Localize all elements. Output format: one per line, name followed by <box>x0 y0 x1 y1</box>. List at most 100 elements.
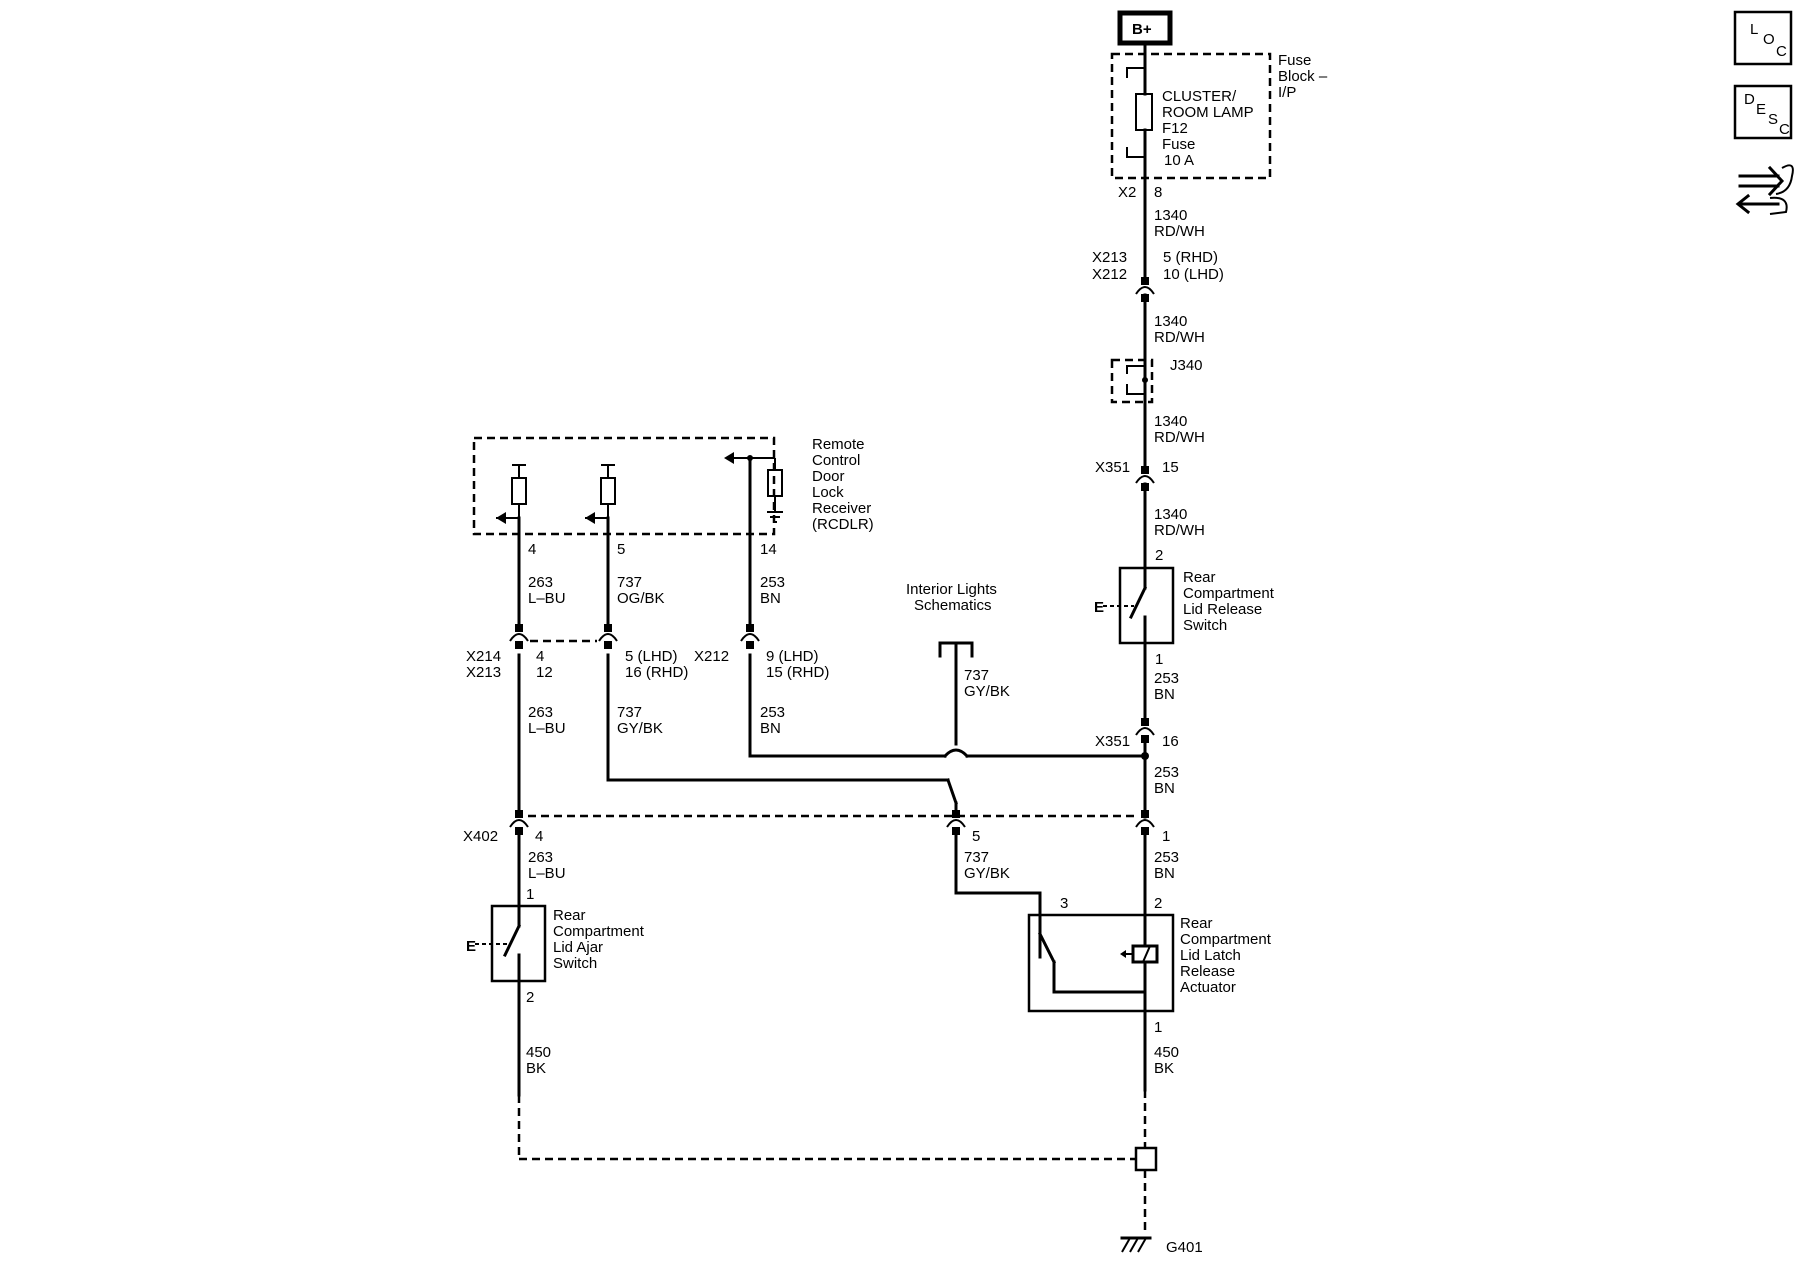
svg-text:1: 1 <box>1155 651 1163 668</box>
svg-text:BK: BK <box>1154 1060 1174 1077</box>
connector-arrows-icon[interactable] <box>1735 164 1794 215</box>
svg-text:GY/BK: GY/BK <box>964 683 1010 700</box>
connector-x2: X2 8 <box>1118 184 1162 201</box>
svg-text:GY/BK: GY/BK <box>617 720 663 737</box>
svg-text:Fuse: Fuse <box>1162 136 1195 153</box>
connector-x351: X351 15 <box>1095 459 1179 491</box>
svg-text:BN: BN <box>1154 865 1175 882</box>
wire-253-bn: 253 BN <box>1154 849 1179 882</box>
wire-263-lbu: 263 L–BU <box>528 704 566 737</box>
svg-text:L: L <box>1750 21 1758 38</box>
connector-x351: X351 16 <box>1095 718 1179 750</box>
svg-text:X351: X351 <box>1095 459 1130 476</box>
svg-text:O: O <box>1763 31 1775 48</box>
svg-text:1: 1 <box>526 886 534 903</box>
svg-text:10 A: 10 A <box>1164 152 1194 169</box>
svg-text:RD/WH: RD/WH <box>1154 223 1205 240</box>
wire-1340-rdwh: 1340 RD/WH <box>1154 313 1205 346</box>
svg-text:RD/WH: RD/WH <box>1154 429 1205 446</box>
splice-j340: J340 <box>1110 357 1203 404</box>
svg-text:X213: X213 <box>466 664 501 681</box>
svg-text:BN: BN <box>1154 780 1175 797</box>
svg-text:D: D <box>1744 91 1755 108</box>
wire-253-bn: 253 BN <box>760 574 785 607</box>
svg-text:C: C <box>1779 121 1790 138</box>
svg-text:C: C <box>1776 43 1787 60</box>
svg-text:Receiver: Receiver <box>812 500 871 517</box>
svg-text:1340: 1340 <box>1154 506 1187 523</box>
loc-button[interactable]: L O C <box>1733 10 1793 66</box>
svg-text:4: 4 <box>535 828 543 845</box>
svg-text:E: E <box>1094 599 1104 616</box>
svg-text:Door: Door <box>812 468 845 485</box>
svg-text:E: E <box>1756 101 1766 118</box>
fuse-block-ip: Fuse Block – I/P <box>1110 52 1328 180</box>
svg-text:L–BU: L–BU <box>528 865 566 882</box>
svg-text:J340: J340 <box>1170 357 1203 374</box>
svg-text:B+: B+ <box>1132 21 1152 38</box>
svg-text:12: 12 <box>536 664 553 681</box>
wire-1340-rdwh: 1340 RD/WH <box>1154 506 1205 539</box>
svg-text:3: 3 <box>1060 895 1068 912</box>
svg-text:253: 253 <box>1154 670 1179 687</box>
wire-737-gybk: 737 GY/BK <box>617 704 663 737</box>
desc-button[interactable]: D E S C <box>1733 84 1793 140</box>
svg-text:BK: BK <box>526 1060 546 1077</box>
svg-text:X212: X212 <box>1092 266 1127 283</box>
svg-text:15: 15 <box>1162 459 1179 476</box>
svg-text:ROOM LAMP: ROOM LAMP <box>1162 104 1254 121</box>
wire-263-lbu: 263 L–BU <box>528 574 566 607</box>
svg-text:L–BU: L–BU <box>528 720 566 737</box>
svg-text:5 (RHD): 5 (RHD) <box>1163 249 1218 266</box>
svg-text:F12: F12 <box>1162 120 1188 137</box>
connector-x213-x212: X213 X212 5 (RHD) 10 (LHD) <box>1092 249 1224 302</box>
svg-text:X212: X212 <box>694 648 729 665</box>
svg-text:Rear: Rear <box>1180 915 1213 932</box>
svg-text:5 (LHD): 5 (LHD) <box>625 648 678 665</box>
svg-text:GY/BK: GY/BK <box>964 865 1010 882</box>
svg-text:4: 4 <box>536 648 544 665</box>
connector-x402: X402 4 5 1 <box>463 810 1170 845</box>
wire-450-bk: 450 BK <box>1154 1044 1179 1077</box>
svg-text:RD/WH: RD/WH <box>1154 522 1205 539</box>
svg-text:L–BU: L–BU <box>528 590 566 607</box>
latch-release-actuator: 3 2 Rear Compartment Lid Latch Release A… <box>1027 895 1272 1036</box>
svg-text:Block –: Block – <box>1278 68 1328 85</box>
svg-text:G401: G401 <box>1166 1239 1203 1256</box>
svg-text:253: 253 <box>760 704 785 721</box>
svg-text:737: 737 <box>964 849 989 866</box>
svg-text:(RCDLR): (RCDLR) <box>812 516 874 533</box>
wire-1340-rdwh: 1340 RD/WH <box>1154 207 1205 240</box>
lid-release-switch: 2 E Rear Compartment Lid Release Switch … <box>1094 547 1275 668</box>
svg-text:Lid Ajar: Lid Ajar <box>553 939 603 956</box>
svg-text:RD/WH: RD/WH <box>1154 329 1205 346</box>
ground-g401: G401 <box>1120 1236 1203 1256</box>
svg-text:1340: 1340 <box>1154 313 1187 330</box>
svg-text:Lid Release: Lid Release <box>1183 601 1262 618</box>
svg-text:Compartment: Compartment <box>1180 931 1272 948</box>
svg-text:Remote: Remote <box>812 436 865 453</box>
svg-text:OG/BK: OG/BK <box>617 590 665 607</box>
svg-text:Compartment: Compartment <box>1183 585 1275 602</box>
svg-text:253: 253 <box>1154 764 1179 781</box>
svg-text:Rear: Rear <box>553 907 586 924</box>
svg-text:1340: 1340 <box>1154 207 1187 224</box>
svg-text:Interior Lights: Interior Lights <box>906 581 997 598</box>
svg-text:Control: Control <box>812 452 860 469</box>
svg-text:4: 4 <box>528 541 536 558</box>
svg-text:737: 737 <box>617 574 642 591</box>
svg-text:Fuse: Fuse <box>1278 52 1311 69</box>
svg-text:16 (RHD): 16 (RHD) <box>625 664 688 681</box>
svg-text:X351: X351 <box>1095 733 1130 750</box>
svg-text:2: 2 <box>1154 895 1162 912</box>
svg-text:1: 1 <box>1162 828 1170 845</box>
svg-text:E: E <box>466 938 476 955</box>
svg-text:X2: X2 <box>1118 184 1136 201</box>
svg-text:X402: X402 <box>463 828 498 845</box>
svg-text:X214: X214 <box>466 648 501 665</box>
rcdlr-module: Remote Control Door Lock Receiver (RCDLR… <box>472 436 874 558</box>
interior-lights-reference: Interior Lights Schematics 737 GY/BK <box>906 581 1010 746</box>
svg-text:I/P: I/P <box>1278 84 1296 101</box>
svg-text:S: S <box>1768 111 1778 128</box>
svg-text:8: 8 <box>1154 184 1162 201</box>
